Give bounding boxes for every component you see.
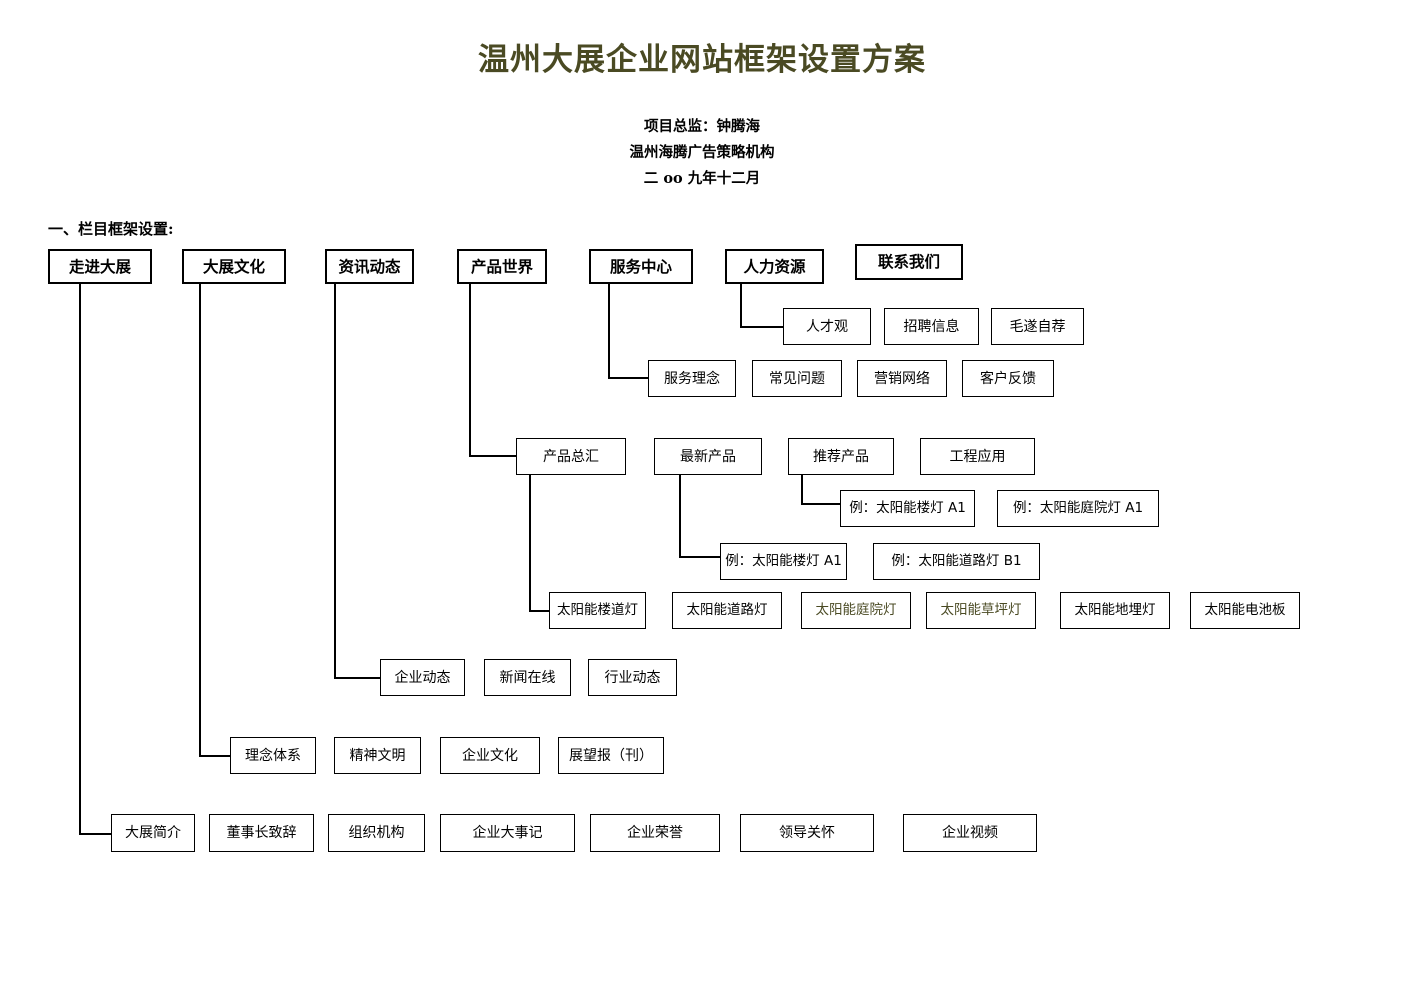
connector-product-vertical [469,284,471,456]
connector-about-vertical [79,284,81,834]
node-service-feedback[interactable]: 客户反馈 [962,360,1054,397]
node-about-milestones[interactable]: 企业大事记 [440,814,575,852]
node-hr[interactable]: 人力资源 [725,249,824,284]
connector-product-horizontal [469,455,516,457]
node-service[interactable]: 服务中心 [589,249,693,284]
node-example-building-lamp-a1-top[interactable]: 例：太阳能楼灯 A1 [840,490,975,527]
node-solar-panel[interactable]: 太阳能电池板 [1190,592,1300,629]
node-about-leadership[interactable]: 领导关怀 [740,814,874,852]
connector-hr-vertical [740,284,742,327]
subtitle-agency: 温州海腾广告策略机构 [629,144,775,161]
node-lamp-buried[interactable]: 太阳能地埋灯 [1060,592,1170,629]
node-service-faq[interactable]: 常见问题 [752,360,842,397]
node-example-road-lamp-b1[interactable]: 例：太阳能道路灯 B1 [873,543,1040,580]
connector-about-horizontal [79,833,111,835]
node-lamp-corridor[interactable]: 太阳能楼道灯 [549,592,646,629]
node-product-new[interactable]: 最新产品 [654,438,762,475]
connector-newproduct-horizontal [679,556,720,558]
node-about-organization[interactable]: 组织机构 [328,814,425,852]
connector-service-vertical [608,284,610,378]
node-news-industry[interactable]: 行业动态 [588,659,677,696]
node-service-concept[interactable]: 服务理念 [648,360,736,397]
node-hr-recruitment[interactable]: 招聘信息 [884,308,979,345]
connector-recommend-horizontal [801,503,840,505]
connector-recommend-vertical [801,474,803,504]
connector-product-all-horizontal [529,610,549,612]
node-product[interactable]: 产品世界 [457,249,547,284]
connector-service-horizontal [608,377,648,379]
node-culture[interactable]: 大展文化 [182,249,286,284]
node-hr-talent-view[interactable]: 人才观 [783,308,871,345]
node-about[interactable]: 走进大展 [48,249,152,284]
node-about-intro[interactable]: 大展简介 [111,814,195,852]
page-title: 温州大展企业网站框架设置方案 [478,42,926,78]
connector-culture-vertical [199,284,201,756]
node-culture-spirit[interactable]: 精神文明 [334,737,421,774]
node-product-recommend[interactable]: 推荐产品 [788,438,894,475]
connector-hr-horizontal [740,326,783,328]
connector-news-horizontal [334,677,380,679]
connector-news-vertical [334,284,336,678]
section-heading: 一、栏目框架设置: [48,220,174,238]
node-product-engineering[interactable]: 工程应用 [920,438,1035,475]
node-lamp-garden[interactable]: 太阳能庭院灯 [801,592,911,629]
node-contact[interactable]: 联系我们 [855,244,963,280]
node-example-garden-lamp-a1[interactable]: 例：太阳能庭院灯 A1 [997,490,1159,527]
subtitle-date: 二 oo 九年十二月 [643,170,761,187]
node-news[interactable]: 资讯动态 [325,249,414,284]
node-about-chairman[interactable]: 董事长致辞 [209,814,314,852]
node-example-building-lamp-a1[interactable]: 例：太阳能楼灯 A1 [720,543,847,580]
node-culture-corporate[interactable]: 企业文化 [440,737,540,774]
node-product-all[interactable]: 产品总汇 [516,438,626,475]
node-service-network[interactable]: 营销网络 [857,360,947,397]
node-news-company[interactable]: 企业动态 [380,659,465,696]
subtitle-director: 项目总监：钟腾海 [644,118,760,135]
connector-newproduct-vertical [679,474,681,557]
node-about-honors[interactable]: 企业荣誉 [590,814,720,852]
node-hr-self-recommend[interactable]: 毛遂自荐 [991,308,1084,345]
node-about-video[interactable]: 企业视频 [903,814,1037,852]
node-lamp-road[interactable]: 太阳能道路灯 [672,592,782,629]
connector-culture-horizontal [199,755,230,757]
node-culture-journal[interactable]: 展望报（刊） [558,737,664,774]
connector-product-all-vertical [529,474,531,611]
node-news-online[interactable]: 新闻在线 [484,659,571,696]
node-culture-philosophy[interactable]: 理念体系 [230,737,316,774]
node-lamp-lawn[interactable]: 太阳能草坪灯 [926,592,1036,629]
